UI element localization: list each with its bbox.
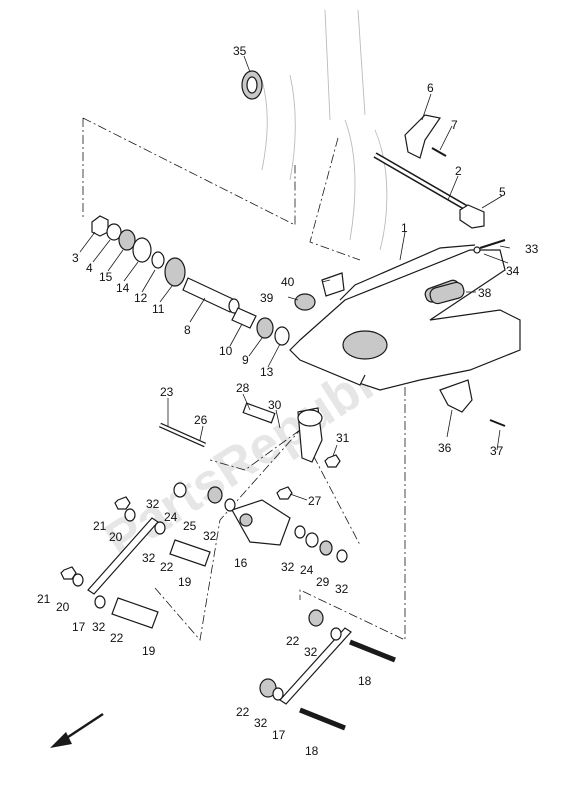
- seal-plate-pad: [294, 272, 465, 311]
- left-pivot-stack: [91, 215, 240, 314]
- label-4: 4: [86, 261, 93, 275]
- label-21b: 21: [37, 592, 51, 606]
- label-22: 22: [160, 560, 174, 574]
- label-32d: 32: [281, 560, 295, 574]
- label-18b: 18: [305, 744, 319, 758]
- label-32g: 32: [304, 645, 318, 659]
- nuts-washers: [60, 454, 348, 701]
- label-15: 15: [99, 270, 113, 284]
- bearing-35: [241, 70, 263, 100]
- swingarm: [289, 244, 521, 391]
- label-23: 23: [160, 385, 174, 399]
- label-39: 39: [260, 291, 274, 305]
- label-21: 21: [93, 519, 107, 533]
- label-22c: 22: [286, 634, 300, 648]
- label-11: 11: [152, 302, 165, 316]
- label-7: 7: [451, 118, 458, 132]
- label-20: 20: [109, 530, 123, 544]
- collars: [111, 482, 333, 698]
- label-38: 38: [478, 286, 492, 300]
- label-32h: 32: [254, 716, 268, 730]
- label-19: 19: [178, 575, 192, 589]
- label-19b: 19: [142, 644, 156, 658]
- part-labels: 35 6 7 2 5 1 33 34 3 4 15 14 12 11 8 40 …: [37, 44, 539, 758]
- label-8: 8: [184, 323, 191, 337]
- chain-guide: [439, 379, 506, 427]
- label-5: 5: [499, 185, 506, 199]
- label-36: 36: [438, 441, 452, 455]
- bolt-33: [473, 239, 506, 254]
- label-33: 33: [525, 242, 539, 256]
- label-32b: 32: [203, 529, 217, 543]
- label-12: 12: [134, 291, 148, 305]
- label-26: 26: [194, 413, 208, 427]
- label-20b: 20: [56, 600, 70, 614]
- label-13: 13: [260, 365, 274, 379]
- label-18: 18: [358, 674, 372, 688]
- label-3: 3: [72, 251, 79, 265]
- frame-ghost: [261, 9, 388, 251]
- label-17b: 17: [272, 728, 286, 742]
- label-25: 25: [183, 519, 197, 533]
- label-32c: 32: [142, 551, 156, 565]
- label-37: 37: [490, 444, 504, 458]
- label-35: 35: [233, 44, 247, 58]
- label-1: 1: [401, 221, 408, 235]
- leader-lines: [79, 55, 511, 501]
- bolt-28: [242, 402, 276, 424]
- label-29: 29: [316, 575, 330, 589]
- label-2: 2: [455, 164, 462, 178]
- label-16: 16: [234, 556, 248, 570]
- pivot-shaft: [373, 152, 485, 229]
- link-rods: [87, 517, 396, 731]
- label-31: 31: [336, 431, 350, 445]
- swingarm-opening: [342, 330, 388, 360]
- collar-stack: [231, 307, 290, 346]
- assembly-outlines: [82, 117, 406, 641]
- label-17: 17: [72, 620, 86, 634]
- label-9: 9: [242, 353, 249, 367]
- label-32: 32: [146, 497, 160, 511]
- arrow-down-left-icon: [50, 712, 104, 748]
- label-27: 27: [308, 494, 322, 508]
- label-32f: 32: [92, 620, 106, 634]
- bracket: [404, 114, 447, 159]
- shock-mount: [297, 407, 323, 463]
- label-28: 28: [236, 381, 250, 395]
- label-6: 6: [427, 81, 434, 95]
- label-30: 30: [268, 398, 282, 412]
- label-10: 10: [219, 344, 233, 358]
- label-14: 14: [116, 281, 130, 295]
- label-24: 24: [164, 510, 178, 524]
- bolt-23: [158, 422, 207, 448]
- label-22d: 22: [236, 705, 250, 719]
- label-40: 40: [281, 275, 295, 289]
- relay-arm: [231, 499, 291, 546]
- label-34: 34: [506, 264, 520, 278]
- label-24b: 24: [300, 563, 314, 577]
- label-22b: 22: [110, 631, 124, 645]
- label-32e: 32: [335, 582, 349, 596]
- pivot-nut: [459, 204, 485, 229]
